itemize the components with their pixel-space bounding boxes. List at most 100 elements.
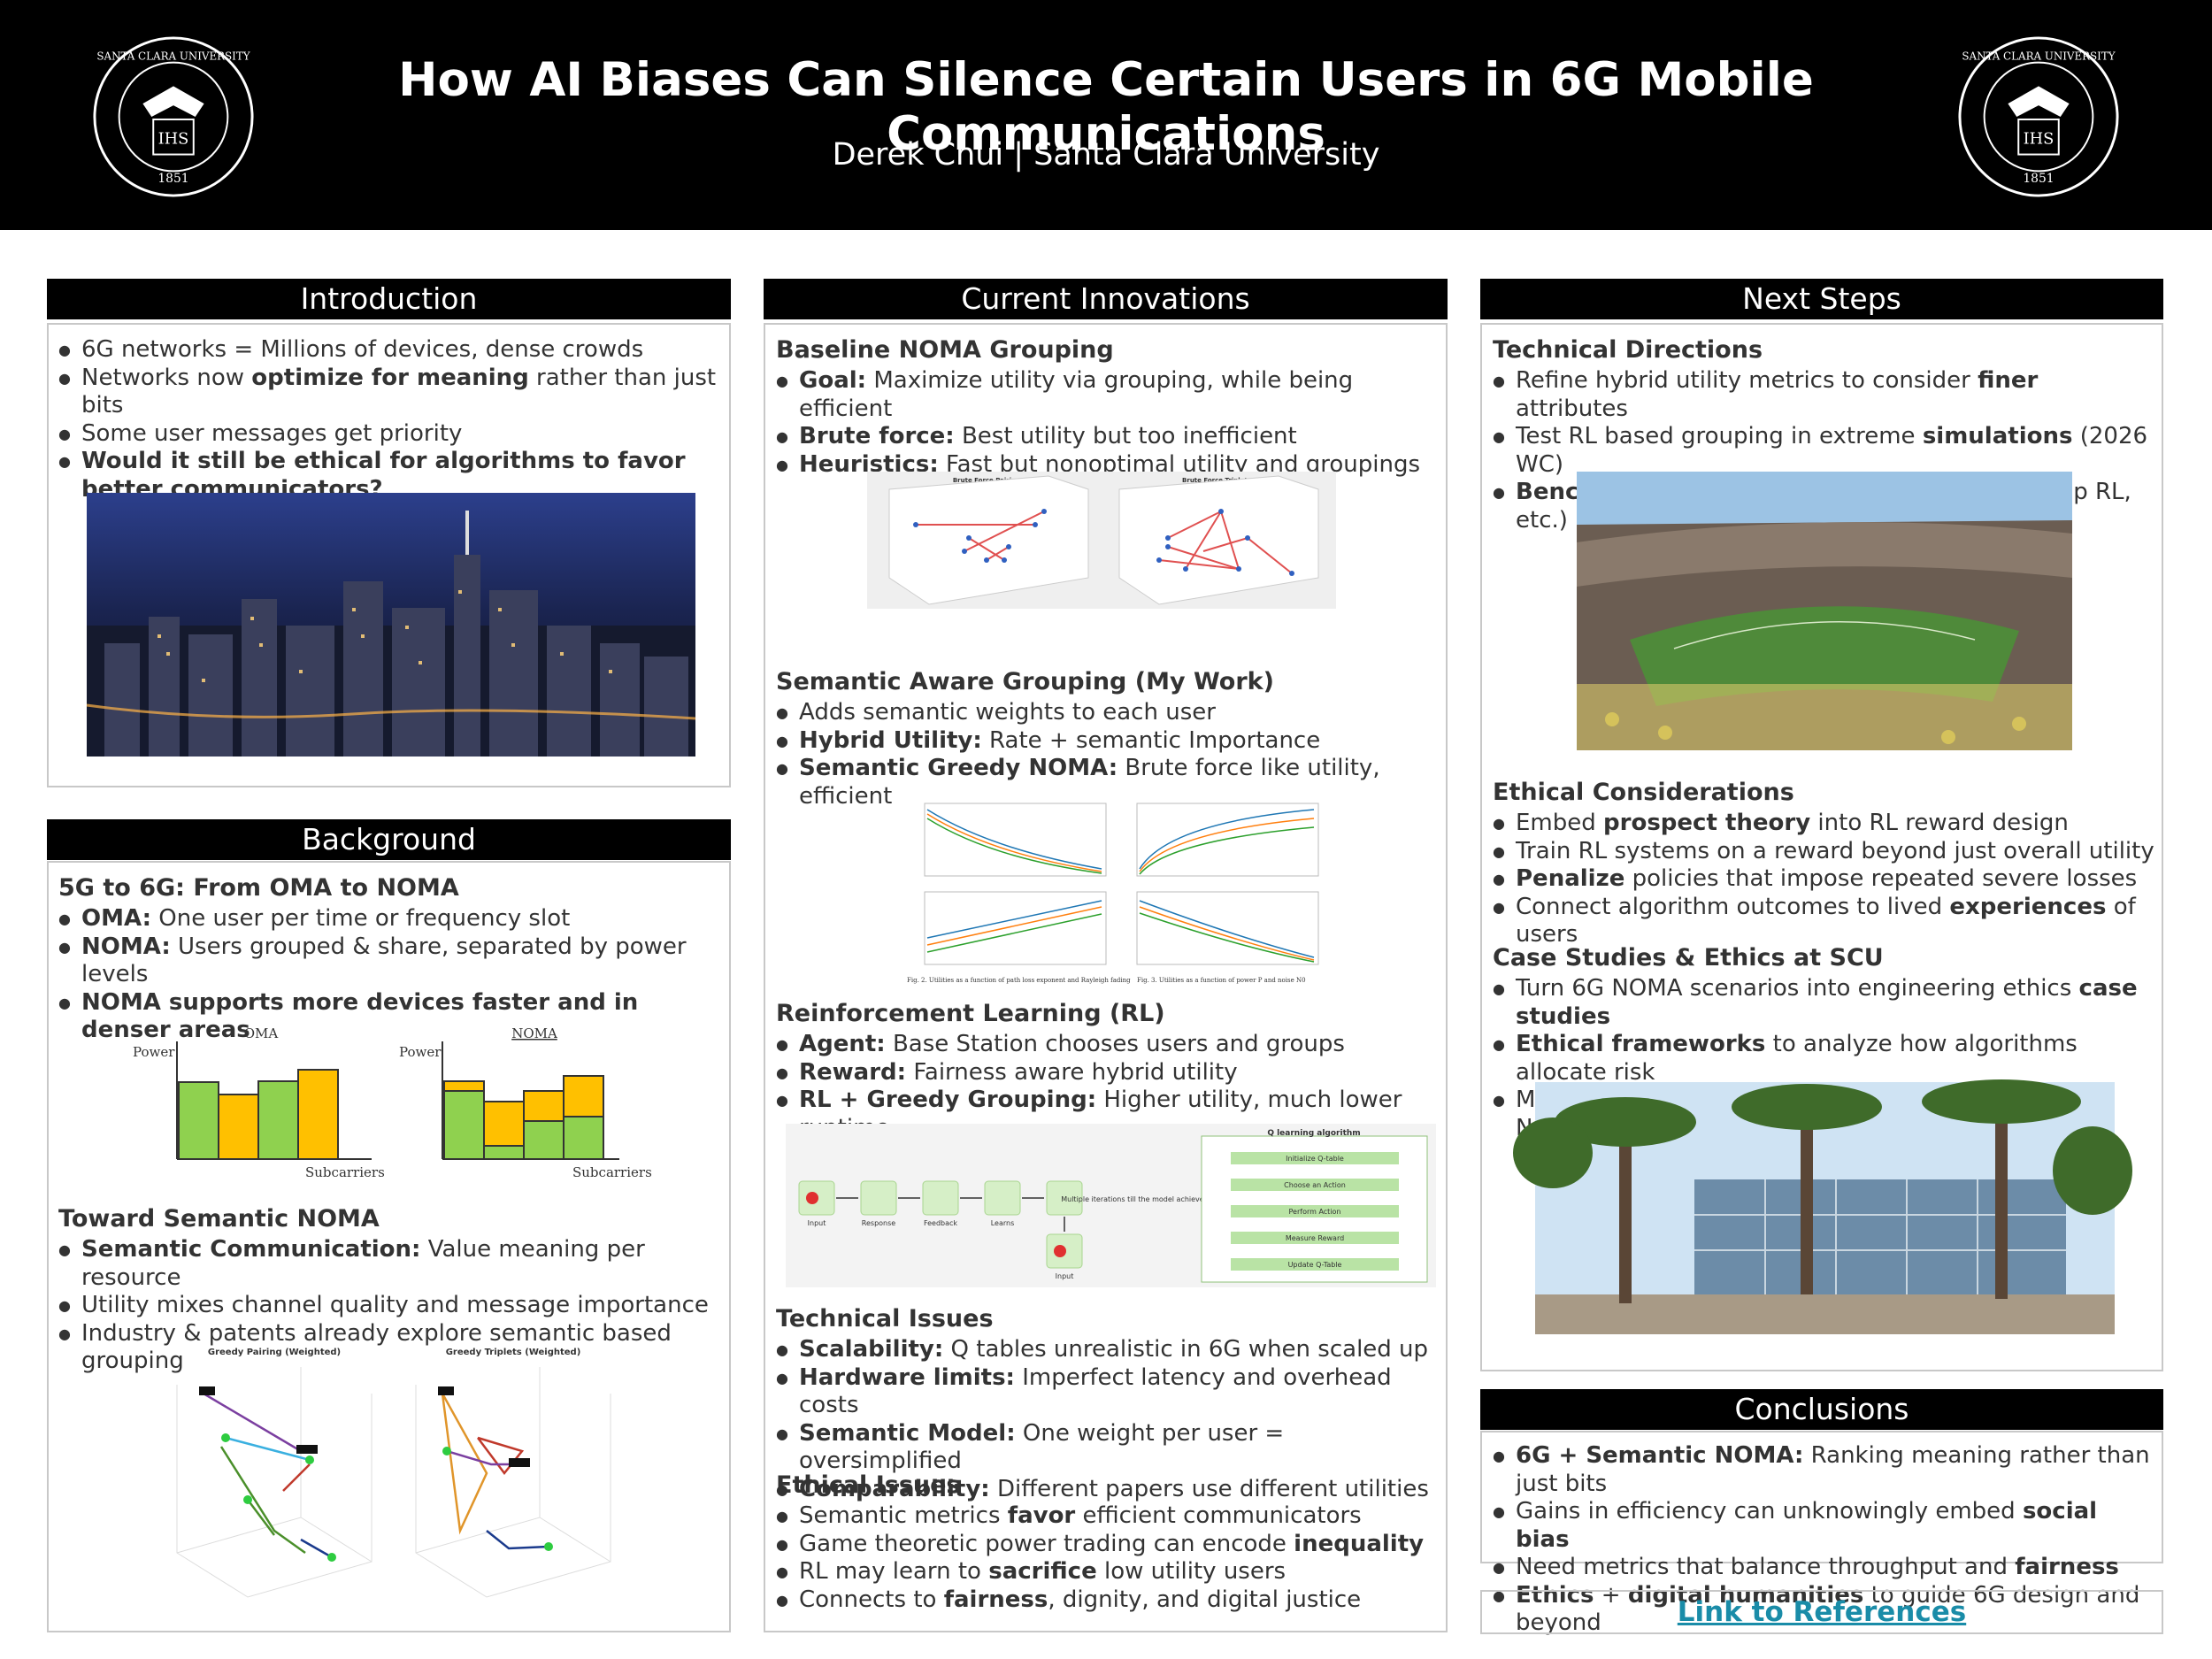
background-oma-noma-text: 5G to 6G: From OMA to NOMA OMA: One user…	[58, 874, 722, 1045]
introduction-text: 6G networks = Millions of devices, dense…	[58, 336, 722, 503]
bullet-item: Semantic Communication: Value meaning pe…	[58, 1236, 722, 1292]
poster-author: Derek Chui | Santa Clara University	[832, 137, 1380, 173]
svg-text:Brute Force Pairing: Brute Force Pairing	[953, 477, 1020, 484]
city-night-photo	[86, 493, 696, 757]
svg-text:Greedy Pairing (Weighted): Greedy Pairing (Weighted)	[208, 1348, 341, 1357]
bullet-item: Turn 6G NOMA scenarios into engineering …	[1493, 975, 2156, 1031]
bullet-item: Some user messages get priority	[58, 420, 722, 449]
ethical-issues-text: Ethical Issues Semantic metrics favor ef…	[776, 1471, 1440, 1614]
bullet-item: Ethics + digital humanities to guide 6G …	[1493, 1582, 2156, 1638]
bullet-item: Ethical frameworks to analyze how algori…	[1493, 1031, 2156, 1087]
bullet-item: Embed prospect theory into RL reward des…	[1493, 810, 2156, 838]
utility-comparison-figures: Fig. 2. Utilities as a function of path …	[907, 803, 1319, 984]
svg-text:1851: 1851	[2023, 172, 2054, 186]
background-semantic-text: Toward Semantic NOMA Semantic Communicat…	[58, 1205, 722, 1376]
svg-text:NOMA: NOMA	[511, 1025, 557, 1041]
svg-text:IHS: IHS	[2024, 130, 2055, 149]
bullet-item: 6G + Semantic NOMA: Ranking meaning rath…	[1493, 1442, 2156, 1498]
bullet-item: Train RL systems on a reward beyond just…	[1493, 838, 2156, 866]
baseline-noma-text: Baseline NOMA Grouping Goal: Maximize ut…	[776, 336, 1440, 479]
svg-text:SANTA CLARA UNIVERSITY: SANTA CLARA UNIVERSITY	[1962, 50, 2115, 63]
bullet-item: Penalize policies that impose repeated s…	[1493, 865, 2156, 894]
bullet-item: Reward: Fairness aware hybrid utility	[776, 1059, 1440, 1087]
svg-text:Greedy Triplets (Weighted): Greedy Triplets (Weighted)	[446, 1348, 581, 1357]
svg-text:IHS: IHS	[158, 130, 189, 149]
svg-text:Update Q-Table: Update Q-Table	[1288, 1261, 1342, 1269]
bullet-item: Semantic Greedy NOMA: Brute force like u…	[776, 755, 1440, 810]
section-title: Semantic Aware Grouping (My Work)	[776, 668, 1274, 695]
svg-text:Multiple iterations till the m: Multiple iterations till the model achie…	[1061, 1195, 1271, 1203]
bullet-item: Brute force: Best utility but too ineffi…	[776, 423, 1440, 451]
background-heading: Background	[47, 819, 731, 860]
bullet-item: Goal: Maximize utility via grouping, whi…	[776, 367, 1440, 423]
bullet-item: Agent: Base Station chooses users and gr…	[776, 1031, 1440, 1059]
svg-text:Response: Response	[862, 1219, 896, 1227]
bullet-item: Networks now optimize for meaning rather…	[58, 365, 722, 420]
bullet-item: OMA: One user per time or frequency slot	[58, 905, 722, 933]
introduction-heading: Introduction	[47, 279, 731, 319]
svg-text:Perform Action: Perform Action	[1289, 1208, 1341, 1216]
bullet-item: Comparability: Different papers use diff…	[776, 1476, 1440, 1504]
svg-text:Choose an Action: Choose an Action	[1284, 1181, 1346, 1189]
reinforcement-learning-diagram: Input Response Feedback Learns Input Mul…	[786, 1124, 1436, 1287]
bullet-item: Industry & patents already explore seman…	[58, 1320, 722, 1376]
technical-issues-text: Technical Issues Scalability: Q tables u…	[776, 1305, 1440, 1503]
bullet-item: NOMA supports more devices faster and in…	[58, 989, 722, 1045]
section-title: Case Studies & Ethics at SCU	[1493, 944, 1884, 972]
brute-force-plots: Brute Force Pairing Brute Force Triplets	[867, 472, 1336, 609]
bullet-item: Game theoretic power trading can encode …	[776, 1531, 1440, 1559]
svg-text:Subcarriers: Subcarriers	[305, 1164, 385, 1180]
bullet-item: Gains in efficiency can unknowingly embe…	[1493, 1498, 2156, 1554]
section-title: Toward Semantic NOMA	[58, 1205, 380, 1233]
bullet-item: RL may learn to sacrifice low utility us…	[776, 1558, 1440, 1586]
section-title: Reinforcement Learning (RL)	[776, 1000, 1165, 1027]
section-title: Ethical Issues	[776, 1471, 961, 1499]
section-title: Ethical Considerations	[1493, 779, 1794, 806]
svg-text:Measure Reward: Measure Reward	[1286, 1234, 1344, 1242]
poster-title: How AI Biases Can Silence Certain Users …	[398, 53, 1814, 161]
svg-text:Learns: Learns	[991, 1219, 1015, 1227]
bullet-item: Scalability: Q tables unrealistic in 6G …	[776, 1336, 1440, 1364]
references-link[interactable]: Link to References	[1480, 1590, 2163, 1634]
section-title: Technical Issues	[776, 1305, 994, 1333]
campus-building-photo	[1513, 1079, 2132, 1334]
rl-text: Reinforcement Learning (RL) Agent: Base …	[776, 1000, 1440, 1142]
svg-text:Input: Input	[808, 1219, 826, 1227]
section-title: Baseline NOMA Grouping	[776, 336, 1114, 364]
svg-text:SANTA CLARA UNIVERSITY: SANTA CLARA UNIVERSITY	[96, 50, 250, 63]
semantic-grouping-text: Semantic Aware Grouping (My Work) Adds s…	[776, 668, 1440, 810]
bullet-item: Semantic Model: One weight per user = ov…	[776, 1420, 1440, 1476]
ethical-considerations-text: Ethical Considerations Embed prospect th…	[1493, 779, 2156, 949]
svg-text:Power: Power	[399, 1044, 442, 1060]
svg-text:Feedback: Feedback	[924, 1219, 957, 1227]
svg-text:OMA: OMA	[244, 1025, 279, 1041]
svg-text:Subcarriers: Subcarriers	[572, 1164, 652, 1180]
poster-header: IHS 1851 SANTA CLARA UNIVERSITY How AI B…	[0, 0, 2212, 230]
bullet-item: Connects to fairness, dignity, and digit…	[776, 1586, 1440, 1615]
svg-text:Brute Force Triplets: Brute Force Triplets	[1182, 477, 1251, 484]
bullet-item: Utility mixes channel quality and messag…	[58, 1292, 722, 1320]
next-steps-heading: Next Steps	[1480, 279, 2163, 319]
university-seal-logo: IHS 1851 SANTA CLARA UNIVERSITY	[1958, 36, 2119, 197]
svg-text:Initialize Q-table: Initialize Q-table	[1286, 1155, 1344, 1163]
section-title: Technical Directions	[1493, 336, 1763, 364]
svg-text:Fig. 3. Utilities as a functio: Fig. 3. Utilities as a function of power…	[1137, 977, 1306, 984]
bullet-item: Need metrics that balance throughput and…	[1493, 1554, 2156, 1582]
bullet-item: Refine hybrid utility metrics to conside…	[1493, 367, 2156, 423]
bullet-item: Test RL based grouping in extreme simula…	[1493, 423, 2156, 479]
bullet-item: Hybrid Utility: Rate + semantic Importan…	[776, 727, 1440, 756]
oma-noma-diagram: OMA Power Subcarriers NOMA Power Subcarr…	[133, 1025, 652, 1180]
current-innovations-heading: Current Innovations	[764, 279, 1448, 319]
bullet-item: Adds semantic weights to each user	[776, 699, 1440, 727]
conclusions-text: 6G + Semantic NOMA: Ranking meaning rath…	[1493, 1442, 2156, 1638]
bullet-item: NOMA: Users grouped & share, separated b…	[58, 933, 722, 989]
svg-text:Power: Power	[133, 1044, 175, 1060]
bullet-item: Hardware limits: Imperfect latency and o…	[776, 1364, 1440, 1420]
svg-text:Q learning algorithm: Q learning algorithm	[1267, 1129, 1360, 1138]
svg-text:1851: 1851	[157, 172, 188, 186]
svg-text:Input: Input	[1056, 1272, 1074, 1280]
svg-text:Fig. 2. Utilities as a functio: Fig. 2. Utilities as a function of path …	[907, 977, 1131, 984]
stadium-photo	[1577, 472, 2072, 750]
conclusions-heading: Conclusions	[1480, 1389, 2163, 1430]
greedy-grouping-plots: Greedy Pairing (Weighted) Greedy Triplet…	[176, 1348, 611, 1598]
